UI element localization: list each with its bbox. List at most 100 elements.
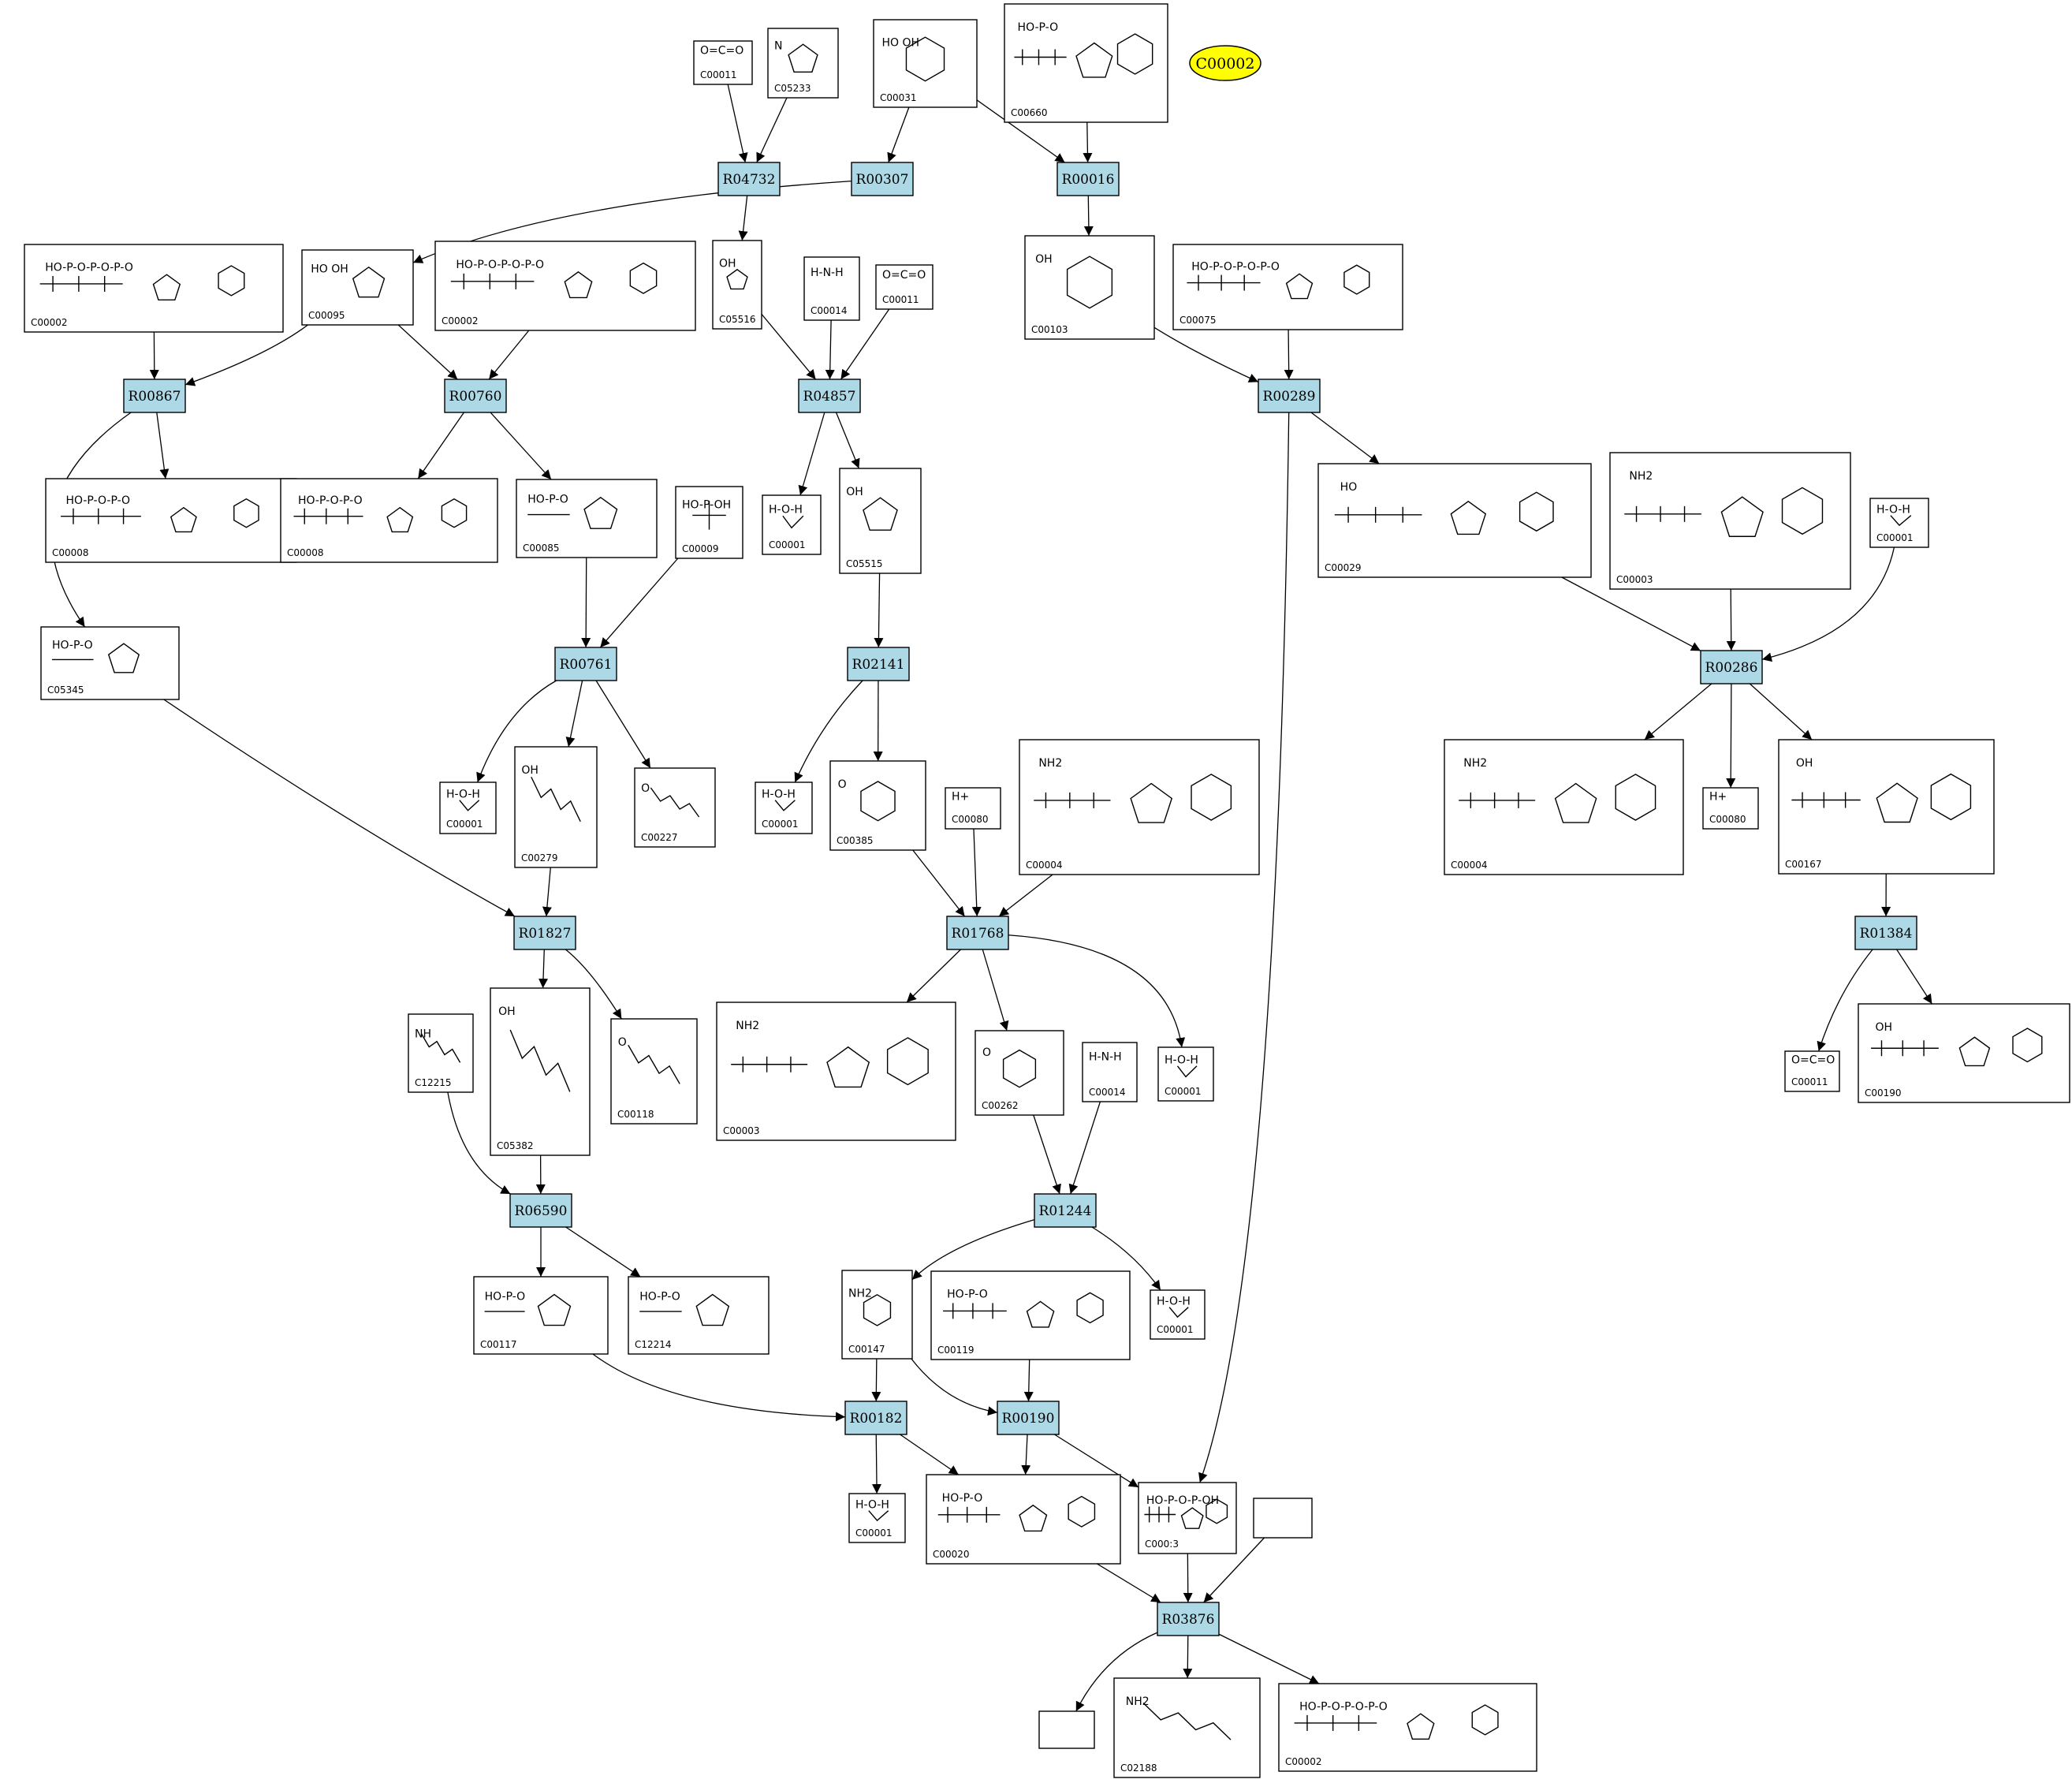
compound-node[interactable] bbox=[1038, 1710, 1095, 1749]
compound-node[interactable]: HO-P-O C00117 bbox=[473, 1276, 609, 1355]
reaction-edge bbox=[998, 874, 1053, 917]
reaction-edge bbox=[1033, 1114, 1061, 1195]
reaction-box bbox=[1258, 379, 1321, 413]
reaction-label: R00016 bbox=[1062, 172, 1115, 188]
reaction-node[interactable]: R00760 bbox=[444, 379, 507, 413]
reaction-node[interactable]: R00182 bbox=[844, 1401, 907, 1435]
compound-formula: HO-P-O bbox=[639, 1290, 680, 1303]
highlight-node[interactable]: C00002 bbox=[1189, 45, 1261, 81]
reaction-node[interactable]: R01768 bbox=[946, 916, 1009, 950]
compound-node[interactable]: H+C00080 bbox=[1702, 787, 1759, 830]
reaction-node[interactable]: R00867 bbox=[123, 379, 186, 413]
reaction-edge bbox=[738, 195, 748, 241]
reaction-node[interactable]: R00289 bbox=[1258, 379, 1321, 413]
compound-formula: OH bbox=[1796, 757, 1813, 770]
reaction-edge bbox=[825, 319, 835, 380]
reaction-node[interactable]: R04857 bbox=[798, 379, 861, 413]
reaction-node[interactable]: R04732 bbox=[717, 162, 781, 196]
compound-formula: NH2 bbox=[736, 1020, 759, 1032]
reaction-node[interactable]: R01244 bbox=[1034, 1193, 1097, 1228]
reaction-edge bbox=[1153, 326, 1259, 382]
reaction-node[interactable]: R00190 bbox=[997, 1401, 1060, 1435]
compound-box bbox=[875, 264, 934, 310]
reaction-box bbox=[847, 647, 910, 681]
reaction-node[interactable]: R00307 bbox=[851, 162, 914, 196]
compound-box bbox=[301, 249, 414, 326]
compound-formula: H-O-H bbox=[1165, 1054, 1198, 1066]
compound-formula: H-N-H bbox=[811, 267, 844, 279]
compound-box bbox=[755, 781, 813, 834]
compound-box bbox=[873, 19, 978, 108]
reaction-node[interactable]: R01384 bbox=[1854, 916, 1917, 950]
compound-label: C00117 bbox=[480, 1339, 517, 1350]
reaction-node[interactable]: R01827 bbox=[513, 916, 576, 950]
reaction-edge bbox=[1183, 1635, 1193, 1679]
compound-label: C00002 bbox=[31, 317, 68, 328]
compound-label: C00011 bbox=[1791, 1076, 1828, 1087]
compound-node[interactable]: H+C00080 bbox=[945, 787, 1001, 830]
compound-label: C00080 bbox=[952, 814, 989, 825]
reaction-edge bbox=[756, 97, 788, 163]
compound-formula: HO-P-O-P-O-P-O bbox=[1191, 260, 1280, 273]
reaction-box bbox=[844, 1401, 907, 1435]
compound-formula: HO-P-O bbox=[485, 1290, 526, 1303]
reaction-node[interactable]: R00761 bbox=[554, 647, 617, 681]
reaction-node[interactable]: R00016 bbox=[1056, 162, 1120, 196]
reaction-node[interactable]: R03876 bbox=[1157, 1602, 1220, 1636]
compound-node[interactable] bbox=[1253, 1498, 1313, 1539]
reaction-node[interactable]: R00286 bbox=[1700, 650, 1763, 684]
reaction-node[interactable]: R06590 bbox=[509, 1193, 572, 1228]
compound-formula: HO-P-O-P-O-P-O bbox=[1299, 1700, 1388, 1713]
reaction-edge bbox=[184, 324, 308, 386]
reaction-node[interactable]: R02141 bbox=[847, 647, 910, 681]
